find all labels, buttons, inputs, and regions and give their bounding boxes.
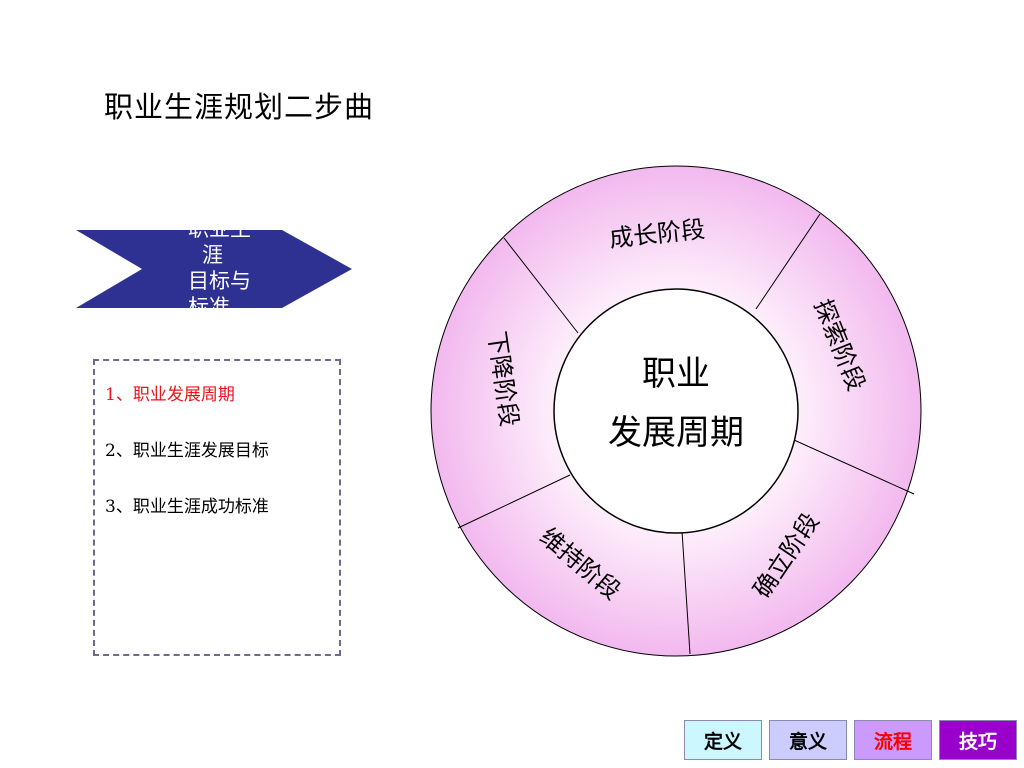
ring-divider — [755, 213, 821, 310]
center-label-line1: 职业 — [642, 354, 710, 394]
center-label-line2: 发展周期 — [608, 413, 744, 453]
nav-meaning-button[interactable]: 意义 — [769, 720, 847, 760]
page-title: 职业生涯规划二步曲 — [104, 90, 375, 124]
ring-divider — [793, 439, 915, 495]
inner-circle — [553, 288, 799, 534]
arrow-label-line: 目标与 — [188, 269, 251, 293]
arrow-label: 职业生 涯 目标与 标准 — [188, 230, 278, 308]
nav-process-button[interactable]: 流程 — [854, 720, 932, 760]
step-arrow: 职业生 涯 目标与 标准 — [76, 230, 352, 308]
nav-tips-button[interactable]: 技巧 — [939, 720, 1017, 760]
arrow-label-line: 职业生 — [188, 230, 278, 242]
menu-item-career-cycle[interactable]: 1、职业发展周期 — [105, 385, 235, 405]
menu-item-success-standard[interactable]: 3、职业生涯成功标准 — [105, 497, 269, 517]
ring-divider — [503, 237, 579, 334]
ring-divider — [457, 474, 571, 529]
menu-item-career-goal[interactable]: 2、职业生涯发展目标 — [105, 441, 269, 461]
topic-menu: 1、职业发展周期 2、职业生涯发展目标 3、职业生涯成功标准 — [93, 359, 341, 656]
ring-divider — [681, 530, 691, 655]
arrow-label-line: 标准 — [188, 295, 230, 308]
arrow-label-line: 涯 — [202, 243, 223, 267]
nav-definition-button[interactable]: 定义 — [684, 720, 762, 760]
chevron-arrow-icon — [76, 230, 352, 308]
